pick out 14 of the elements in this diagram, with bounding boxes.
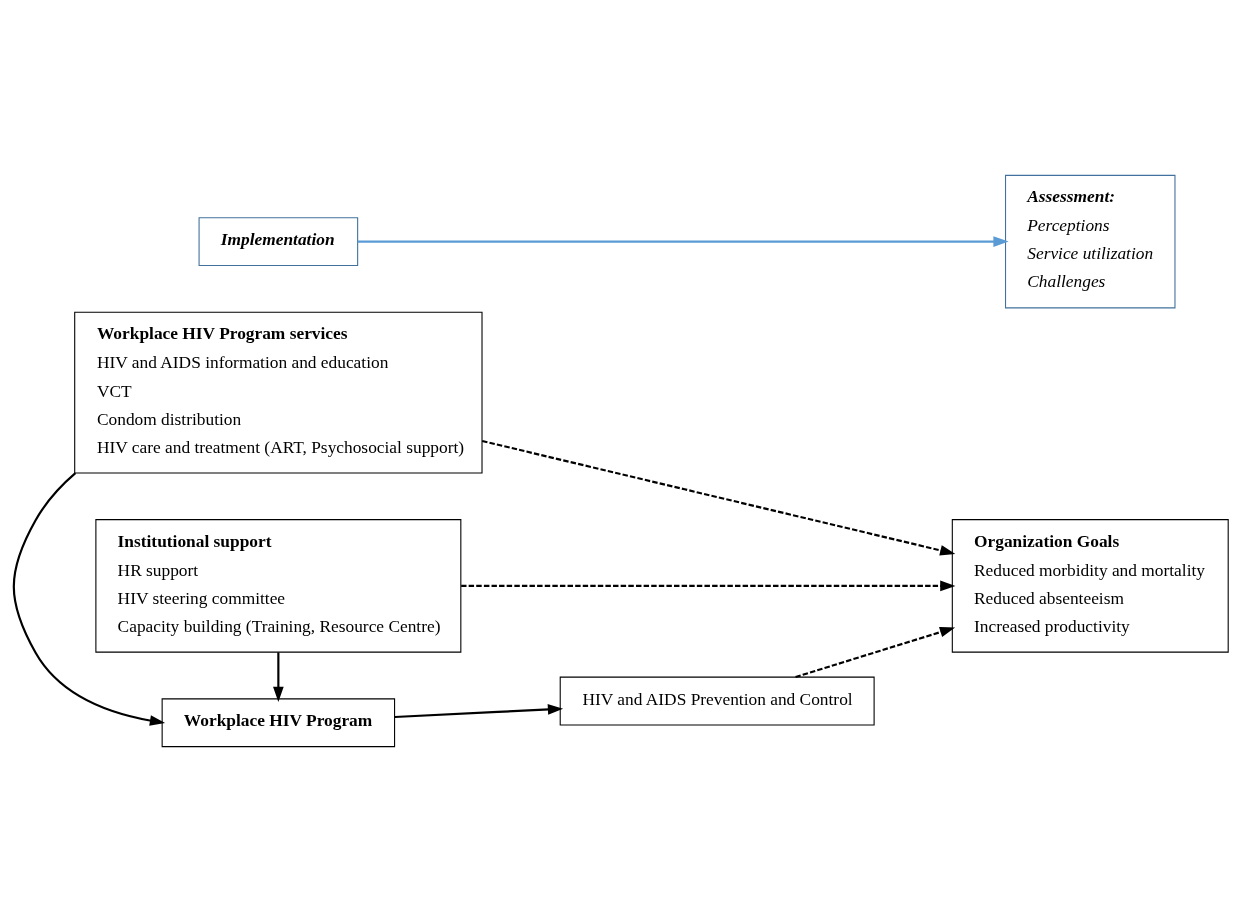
arrow — [12, 471, 165, 726]
arrow — [460, 580, 955, 591]
node-box: Organization Goals Reduced morbidity and mortality Reduced absenteeism Increased productivity — [951, 518, 1229, 653]
arrow — [272, 651, 284, 702]
arrow — [357, 235, 1009, 247]
node-box: Assessment: Perceptions Service utilization Challenges — [1004, 174, 1175, 308]
arrow — [394, 703, 563, 718]
node-box: Workplace HIV Program services HIV and AIDS information and education VCT Condom distribution HIV care and treatment (ART, Psychosocial support) — [73, 311, 483, 473]
node-box: HIV and AIDS Prevention and Control — [559, 676, 875, 725]
node-box: Workplace HIV Program — [161, 697, 395, 747]
arrow — [794, 626, 955, 678]
node-box: Institutional support HR support HIV steering committee Capacity building (Training, Resource Centre) — [94, 518, 461, 653]
arrow — [481, 439, 955, 556]
node-box: Implementation — [198, 216, 358, 266]
